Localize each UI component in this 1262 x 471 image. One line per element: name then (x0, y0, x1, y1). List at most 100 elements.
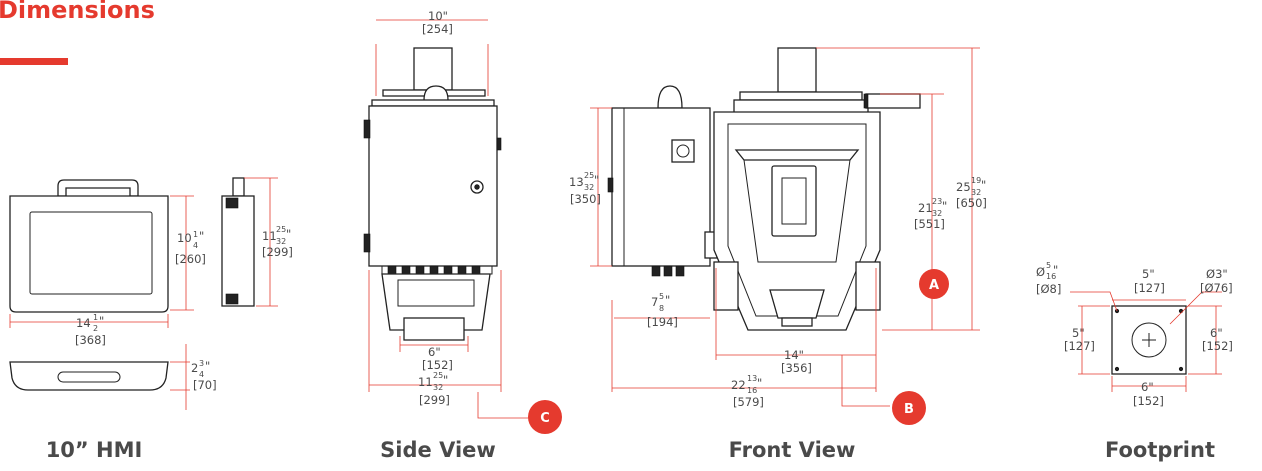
svg-text:2: 2 (93, 324, 98, 333)
hmi-bottom-drawing (9, 361, 169, 391)
hmi-width-label: 14 1 2 " [368] (75, 313, 106, 347)
svg-text:": " (981, 178, 986, 192)
svg-text:[Ø8]: [Ø8] (1036, 282, 1061, 296)
svg-text:Ø3": Ø3" (1206, 267, 1228, 281)
svg-text:10: 10 (177, 231, 192, 245)
caption-side-view: Side View (380, 438, 496, 462)
svg-text:4: 4 (193, 241, 198, 250)
svg-text:[70]: [70] (193, 378, 217, 392)
svg-text:5: 5 (659, 292, 664, 301)
front-panel-height-label: 13 25 32 " [350] (569, 171, 601, 206)
dimension-lines (9, 19, 1222, 419)
title-underline (0, 58, 68, 65)
foot-right-label: 6" [152] (1202, 326, 1233, 353)
svg-text:B: B (904, 402, 914, 417)
side-view-drawing (363, 47, 502, 341)
svg-text:[152]: [152] (1133, 394, 1164, 408)
svg-text:[350]: [350] (570, 192, 601, 206)
svg-text:2: 2 (191, 361, 198, 375)
svg-text:[551]: [551] (914, 217, 945, 231)
svg-text:22: 22 (731, 378, 746, 392)
svg-text:[254]: [254] (422, 22, 453, 36)
hmi-side-drawing (221, 177, 255, 307)
svg-text:11: 11 (262, 229, 277, 243)
svg-text:[127]: [127] (1064, 339, 1095, 353)
side-overall-depth-label: 11 25 32 " [299] (418, 371, 450, 407)
foot-top-label: 5" [127] (1134, 267, 1165, 295)
svg-text:5: 5 (1046, 261, 1051, 270)
svg-text:": " (757, 376, 762, 390)
svg-text:": " (443, 373, 448, 387)
svg-text:16: 16 (747, 386, 757, 395)
svg-text:13: 13 (747, 374, 757, 383)
svg-text:": " (665, 293, 670, 307)
svg-text:[260]: [260] (175, 252, 206, 266)
svg-text:19: 19 (971, 176, 981, 185)
svg-text:Ø: Ø (1036, 265, 1045, 279)
svg-text:21: 21 (918, 201, 933, 215)
svg-text:25: 25 (433, 371, 443, 380)
svg-text:": " (199, 229, 204, 243)
svg-text:": " (99, 314, 104, 328)
svg-text:5": 5" (1072, 326, 1085, 340)
svg-text:": " (286, 227, 291, 241)
svg-text:[152]: [152] (422, 358, 453, 372)
svg-text:32: 32 (433, 383, 443, 392)
svg-text:6": 6" (1141, 380, 1154, 394)
front-frame-width-label: 14" [356] (781, 348, 812, 375)
side-bottom-width-label: 6" [152] (422, 345, 453, 372)
svg-text:23: 23 (932, 197, 942, 206)
svg-text:": " (942, 199, 947, 213)
svg-text:[127]: [127] (1134, 281, 1165, 295)
front-height-a-label: 21 23 32 " [551] (914, 197, 947, 231)
front-overall-height-label: 25 19 32 " [650] (956, 176, 987, 210)
hmi-side-height-label: 11 25 32 " [299] (262, 225, 293, 259)
svg-text:32: 32 (971, 188, 981, 197)
svg-text:": " (594, 173, 599, 187)
svg-text:3: 3 (199, 359, 204, 368)
caption-hmi: 10” HMI (45, 438, 143, 462)
foot-bottom-label: 6" [152] (1133, 380, 1164, 408)
foot-left-label: 5" [127] (1064, 326, 1095, 353)
footprint-drawing (1111, 305, 1187, 375)
svg-text:5": 5" (1142, 267, 1155, 281)
foot-hole-label: Ø 5 16 " [Ø8] (1036, 261, 1061, 296)
callout-c-badge: C (528, 400, 562, 434)
svg-text:4: 4 (199, 370, 204, 379)
svg-text:13: 13 (569, 175, 584, 189)
svg-text:14": 14" (784, 348, 804, 362)
svg-text:[356]: [356] (781, 361, 812, 375)
svg-text:": " (1053, 263, 1058, 277)
svg-text:6": 6" (428, 345, 441, 359)
hmi-depth-label: 2 3 4 " [70] (191, 359, 217, 392)
svg-text:[650]: [650] (956, 196, 987, 210)
svg-text:C: C (540, 411, 550, 426)
svg-text:32: 32 (932, 209, 942, 218)
callout-b-badge: B (892, 391, 926, 425)
svg-text:25: 25 (584, 171, 594, 180)
svg-text:32: 32 (276, 237, 286, 246)
foot-center-hole-label: Ø3" [Ø76] (1200, 267, 1233, 295)
svg-text:32: 32 (584, 183, 594, 192)
svg-text:[579]: [579] (733, 395, 764, 409)
front-view-drawing (607, 47, 921, 331)
svg-text:25: 25 (276, 225, 286, 234)
svg-text:6": 6" (1210, 326, 1223, 340)
svg-text:10": 10" (428, 9, 448, 23)
hmi-front-drawing (9, 179, 169, 313)
caption-footprint: Footprint (1105, 438, 1215, 462)
caption-front-view: Front View (728, 438, 856, 462)
hmi-height-label: 10 1 4 " [260] (175, 229, 206, 266)
svg-text:A: A (929, 278, 939, 293)
svg-text:[299]: [299] (262, 245, 293, 259)
callout-a-badge: A (919, 269, 949, 299)
front-panel-offset-label: 7 5 8 " [194] (647, 292, 678, 329)
page-title: Dimensions (0, 0, 155, 24)
svg-text:[152]: [152] (1202, 339, 1233, 353)
svg-text:1: 1 (93, 313, 98, 322)
svg-text:[299]: [299] (419, 393, 450, 407)
front-overall-width-label: 22 13 16 " [579] (731, 374, 764, 409)
svg-text:8: 8 (659, 304, 664, 313)
